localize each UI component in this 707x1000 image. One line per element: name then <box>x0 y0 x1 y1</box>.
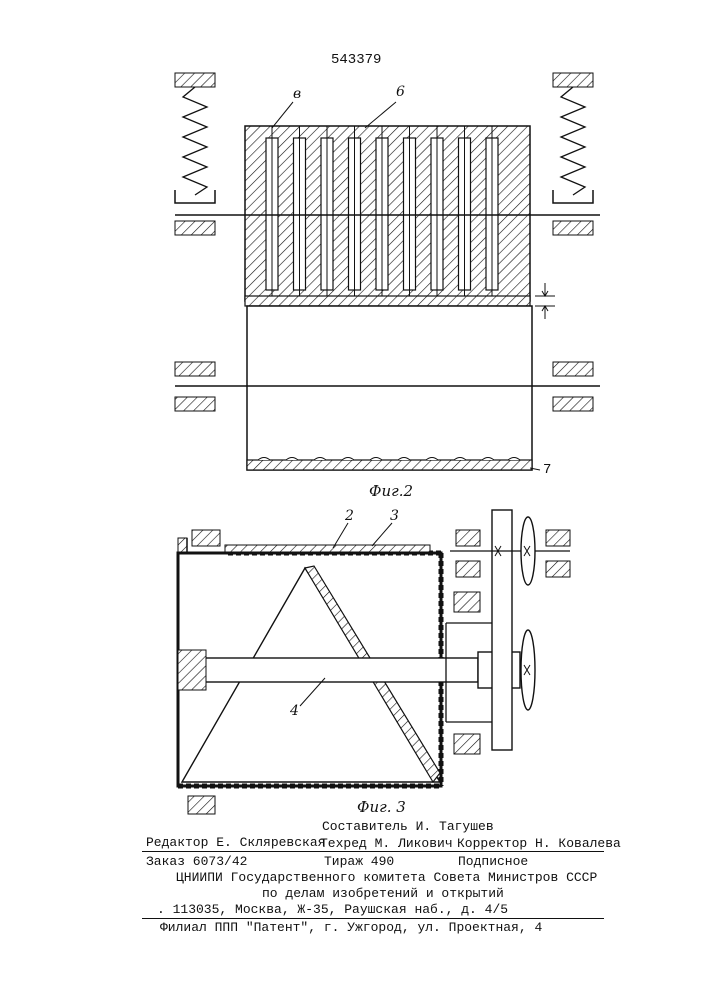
figure-3 <box>178 510 570 814</box>
left-spring-cup <box>175 190 215 203</box>
figure-3-caption: Фиг. 3 <box>357 798 406 816</box>
left-spring-housing <box>175 73 215 87</box>
band-3 <box>225 545 430 552</box>
right-bearing-upper <box>553 221 593 235</box>
leader-6 <box>365 102 396 128</box>
address: . 113035, Москва, Ж-35, Раушская наб., д… <box>157 902 508 917</box>
leader-3 <box>372 523 392 546</box>
leader-2 <box>333 523 348 548</box>
fig3-bearing-right-e <box>454 592 480 612</box>
fig3-bearing-right-f <box>454 734 480 754</box>
left-bearing-upper <box>175 221 215 235</box>
fig3-bearing-right-d <box>546 561 570 577</box>
label-7: 7 <box>543 462 551 478</box>
label-4: 4 <box>290 703 299 719</box>
drive-shaft <box>178 658 478 682</box>
left-bearing-lower-a <box>175 362 215 376</box>
lower-gear <box>521 630 535 710</box>
gap-arrow-top <box>542 283 548 296</box>
fig3-bearing-right-c <box>546 530 570 546</box>
circulation: Тираж 490 <box>324 854 394 869</box>
left-bearing-lower-b <box>175 397 215 411</box>
right-spring-housing <box>553 73 593 87</box>
upper-gear <box>521 517 535 585</box>
subscription: Подписное <box>458 854 528 869</box>
fig3-bearing-right-b <box>456 561 480 577</box>
branch: Филиал ППП "Патент", г. Ужгород, ул. Про… <box>160 920 542 935</box>
right-bearing-lower-a <box>553 362 593 376</box>
label-6: 6 <box>396 84 405 100</box>
divider-bottom <box>142 918 604 919</box>
lower-drum-surface <box>247 460 532 470</box>
right-bearing-lower-b <box>553 397 593 411</box>
order: Заказ 6073/42 <box>146 854 247 869</box>
divider-top <box>142 851 604 852</box>
label-3: 3 <box>390 508 399 524</box>
compiler: Составитель И. Тагушев <box>322 819 494 834</box>
fig3-bearing-top-left <box>192 530 220 546</box>
upper-roller-surface <box>245 296 530 306</box>
fig3-bearing-bottom-left <box>188 796 215 814</box>
techred: Техред М. Ликович <box>320 836 453 851</box>
label-2: 2 <box>345 508 354 524</box>
figure-2 <box>175 73 600 470</box>
editor: Редактор Е. Скляревская <box>146 835 325 850</box>
roller-slots <box>266 126 498 300</box>
org-line-1: ЦНИИПИ Государственного комитета Совета … <box>176 870 597 885</box>
shaft-collar <box>178 650 206 690</box>
corrector: Корректор Н. Ковалева <box>457 836 621 851</box>
label-v: в <box>293 86 301 102</box>
left-spring <box>183 87 207 195</box>
gap-arrow-bottom <box>542 306 548 319</box>
figure-2-caption: Фиг.2 <box>369 482 413 500</box>
org-line-2: по делам изобретений и открытий <box>262 886 504 901</box>
fig3-bearing-right-a <box>456 530 480 546</box>
leader-v <box>272 102 293 128</box>
lower-drum <box>247 306 532 470</box>
patent-number: 543379 <box>331 52 381 68</box>
right-spring-cup <box>553 190 593 203</box>
right-spring <box>561 87 585 195</box>
